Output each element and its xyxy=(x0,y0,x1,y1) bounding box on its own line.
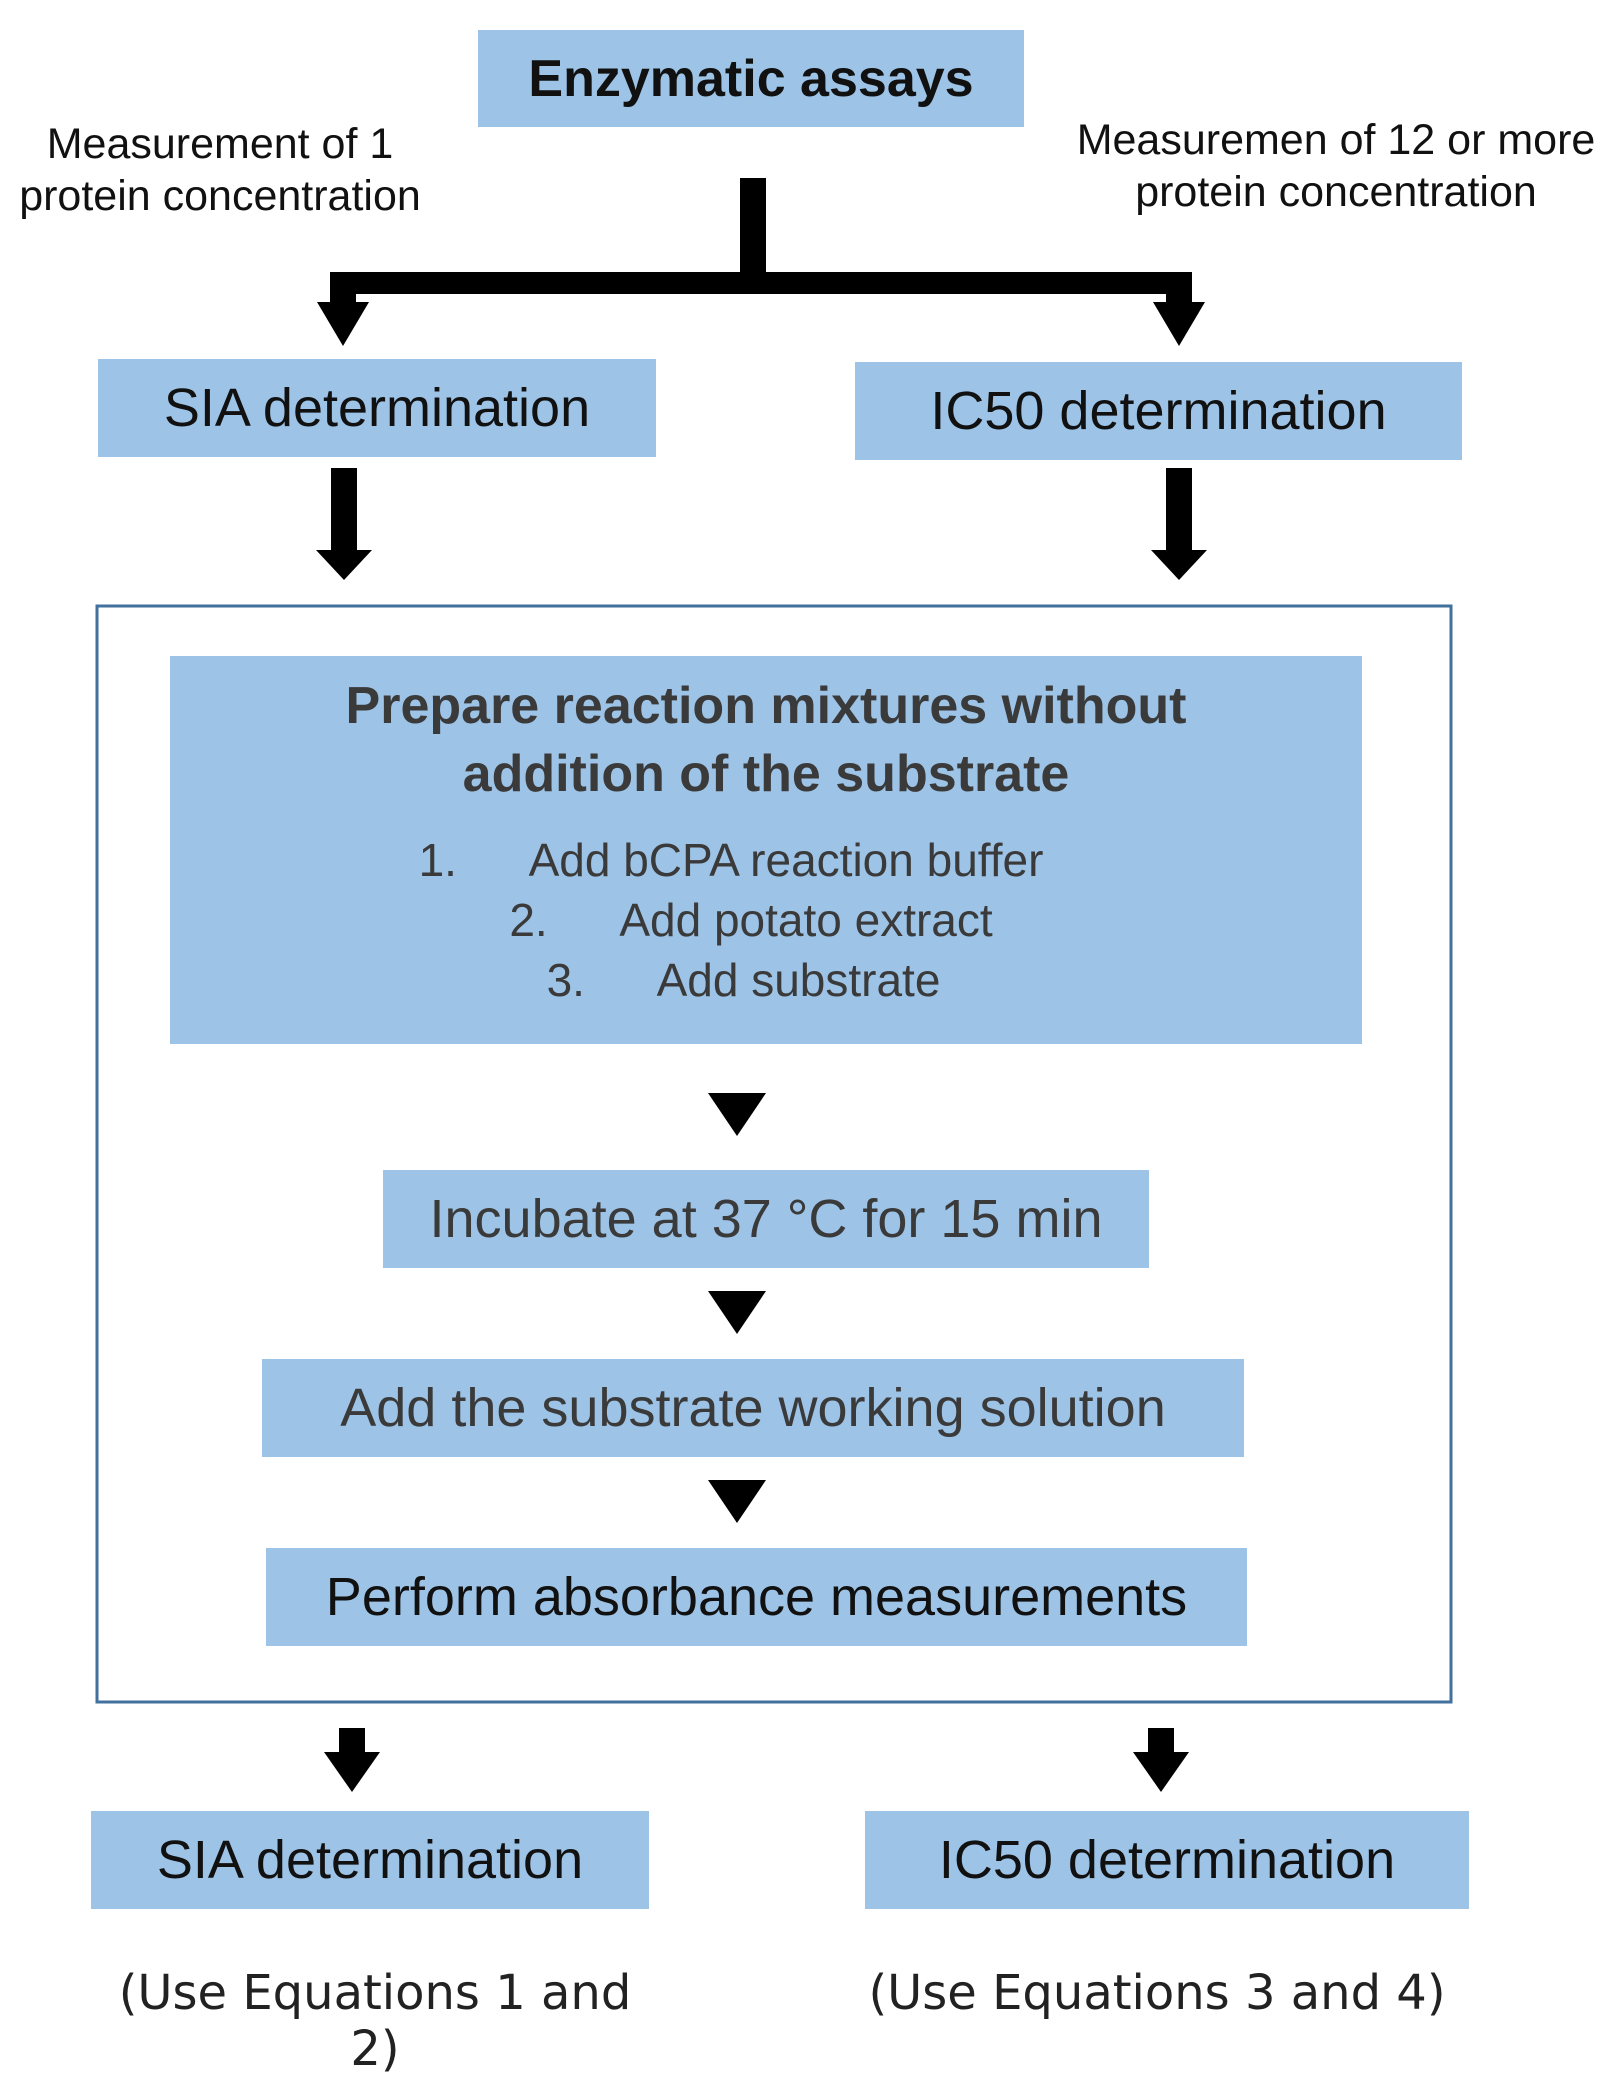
step-item-3: 3. Add substrate xyxy=(444,950,1044,1010)
prepare-heading-1: Prepare reaction mixtures without xyxy=(345,677,1187,735)
absorbance-box: Perform absorbance measurements xyxy=(266,1548,1247,1646)
step-list: 1. Add bCPA reaction buffer 2. Add potato … xyxy=(419,830,1044,1010)
ic50-determination-bottom: IC50 determination xyxy=(865,1811,1469,1909)
step-arrow-2 xyxy=(708,1291,766,1334)
arrow-bottom-right-shaft xyxy=(1148,1728,1174,1754)
protocol-frame xyxy=(95,604,1453,1704)
title-box: Enzymatic assays xyxy=(478,30,1024,127)
right-equation-note: (Use Equations 3 and 4) xyxy=(868,1965,1446,2021)
arrow-right-shaft xyxy=(1166,468,1192,552)
arrow-left-shaft xyxy=(331,468,357,552)
add-substrate-box: Add the substrate working solution xyxy=(262,1359,1244,1457)
prepare-box: Prepare reaction mixtures without additi… xyxy=(170,656,1362,1044)
step-text-2: Add potato extract xyxy=(619,894,993,946)
step-text-1: Add bCPA reaction buffer xyxy=(528,834,1044,886)
arrow-bottom-right-head xyxy=(1133,1752,1189,1792)
step-arrow-1 xyxy=(708,1093,766,1136)
absorbance-label: Perform absorbance measurements xyxy=(325,1567,1188,1627)
branch-right-label: Measuremen of 12 or more protein concent… xyxy=(1076,116,1596,216)
split-right-drop xyxy=(1166,272,1192,306)
step-number-3: 3. xyxy=(546,954,585,1006)
step-arrow-3 xyxy=(708,1480,766,1523)
step-text-3: Add substrate xyxy=(656,954,941,1006)
arrow-bottom-left-head xyxy=(324,1752,380,1792)
sia-determination-bottom: SIA determination xyxy=(91,1811,649,1909)
incubate-box: Incubate at 37 °C for 15 min xyxy=(383,1170,1149,1268)
step-item-2: 2. Add potato extract xyxy=(459,890,1044,950)
title-text: Enzymatic assays xyxy=(528,49,974,108)
sia-bottom-label: SIA determination xyxy=(156,1830,584,1890)
arrow-left-top xyxy=(317,302,369,346)
add-substrate-label: Add the substrate working solution xyxy=(340,1378,1166,1438)
ic50-determination-top: IC50 determination xyxy=(855,362,1462,460)
arrow-right-top xyxy=(1153,302,1205,346)
split-stem xyxy=(740,178,766,278)
arrow-right-head xyxy=(1151,550,1207,580)
arrow-left-head xyxy=(316,550,372,580)
split-left-drop xyxy=(330,272,356,306)
sia-determination-top: SIA determination xyxy=(98,359,656,457)
left-equation-note: (Use Equations 1 and 2) xyxy=(118,1965,632,2077)
arrow-bottom-left-shaft xyxy=(339,1728,365,1754)
incubate-label: Incubate at 37 °C for 15 min xyxy=(429,1189,1103,1249)
step-item-1: 1. Add bCPA reaction buffer xyxy=(419,830,1044,890)
ic50-top-label: IC50 determination xyxy=(930,381,1387,441)
branch-left-label: Measurement of 1 protein concentration xyxy=(19,120,421,220)
split-bar xyxy=(330,272,1190,294)
sia-top-label: SIA determination xyxy=(163,378,591,438)
step-number-2: 2. xyxy=(509,894,548,946)
step-number-1: 1. xyxy=(418,834,457,886)
ic50-bottom-label: IC50 determination xyxy=(938,1830,1396,1890)
prepare-heading-2: addition of the substrate xyxy=(462,745,1070,803)
